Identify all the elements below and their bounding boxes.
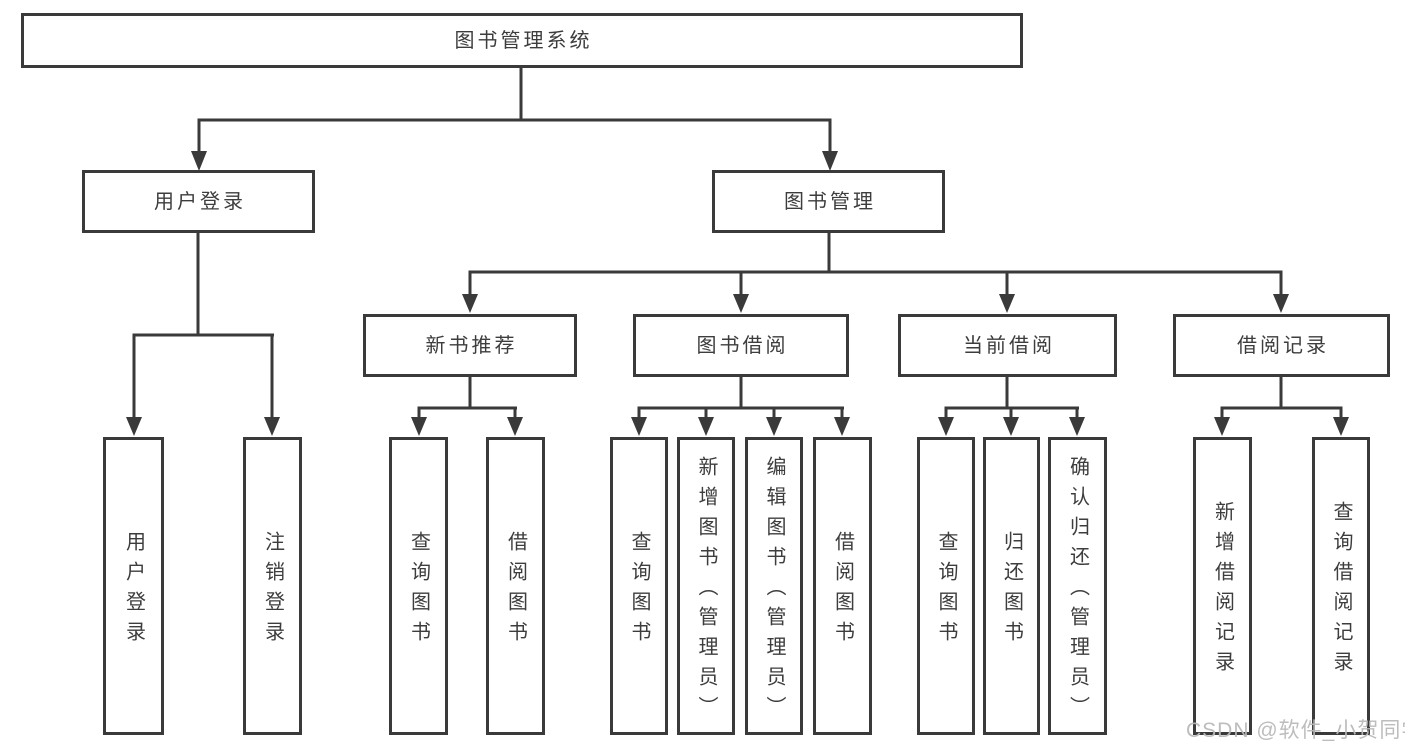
leaf-add-books-admin: 新增图书（管理员） [677,437,735,735]
node-label: 查询借阅记录 [1330,501,1352,681]
node-label: 注销登录 [261,531,284,651]
leaf-query-books-current: 查询图书 [917,437,975,735]
leaf-query-borrowing-record: 查询借阅记录 [1312,437,1370,735]
node-label: 借阅图书 [504,531,527,651]
node-label: 查询图书 [628,531,650,651]
leaf-borrow-books-borrowing: 借阅图书 [813,437,872,735]
node-book-management: 图书管理 [712,170,945,233]
leaf-edit-books-admin: 编辑图书（管理员） [745,437,803,735]
leaf-query-books-borrowing: 查询图书 [610,437,668,735]
node-label: 图书借阅 [696,334,789,357]
node-label: 新书推荐 [425,334,518,357]
node-label: 查询图书 [935,531,957,651]
leaf-add-borrowing-record: 新增借阅记录 [1193,437,1252,735]
node-label: 用户登录 [154,190,246,213]
node-current-borrowing: 当前借阅 [898,314,1117,377]
node-label: 图书管理系统 [454,29,593,52]
node-label: 新增借阅记录 [1211,501,1234,681]
node-label: 新增图书（管理员） [695,456,717,726]
node-label: 查询图书 [407,531,430,651]
node-label: 归还图书 [1000,531,1023,651]
node-label: 图书管理 [784,190,876,213]
node-user-login: 用户登录 [82,170,315,233]
node-label: 用户登录 [122,531,145,651]
node-label: 确认归还（管理员） [1066,456,1089,726]
watermark: CSDN @软件_小贺同学 [1186,719,1405,742]
leaf-borrow-books-recommend: 借阅图书 [486,437,545,735]
leaf-user-login: 用户登录 [103,437,164,735]
node-root-book-management-system: 图书管理系统 [21,13,1023,68]
node-label: 借阅图书 [831,531,854,651]
node-label: 借阅记录 [1237,334,1329,357]
leaf-return-books: 归还图书 [983,437,1040,735]
node-book-borrowing: 图书借阅 [633,314,849,377]
leaf-query-books-recommend: 查询图书 [389,437,448,735]
node-label: 当前借阅 [963,334,1055,357]
node-label: 编辑图书（管理员） [763,456,785,726]
node-new-book-recommend: 新书推荐 [363,314,577,377]
node-borrowing-records: 借阅记录 [1173,314,1390,377]
leaf-confirm-return-admin: 确认归还（管理员） [1048,437,1107,735]
leaf-logout: 注销登录 [243,437,302,735]
